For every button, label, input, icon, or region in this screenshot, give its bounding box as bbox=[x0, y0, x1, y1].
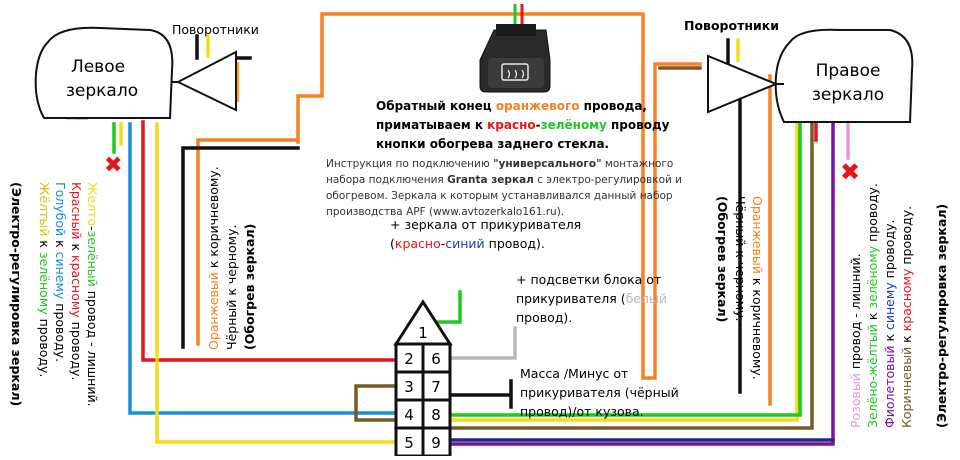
connector-pin-2: 2 bbox=[404, 350, 414, 368]
left-adjust-line-2: Красный к красному проводу. bbox=[69, 182, 84, 380]
right-turn-signal-arrow bbox=[707, 54, 784, 114]
wire-right-purple bbox=[450, 120, 835, 446]
right-adjust-line-4: Коричневый к красному проводу. bbox=[899, 206, 914, 428]
wire-left-yellow bbox=[155, 122, 404, 444]
left-heating-line-1: Оранжевый к коричневому. bbox=[206, 166, 221, 350]
connector-pin-1: 1 bbox=[418, 324, 428, 342]
instruction-line-3: обогревом. Зеркала к которым устанавлива… bbox=[326, 190, 673, 202]
connector-pin-8: 8 bbox=[431, 406, 441, 424]
ground-note-line-1: Масса /Минус от bbox=[520, 366, 628, 381]
ignition-note-line-2: (красно-синий провод). bbox=[390, 236, 545, 251]
wire-brown-right bbox=[394, 120, 814, 430]
left-mirror: Левое зеркало bbox=[34, 26, 174, 119]
instruction-line-4: производства APF (www.avtozerkalo161.ru)… bbox=[326, 206, 564, 218]
wire-pin1-green bbox=[436, 290, 462, 324]
backlight-note-line-3: провод). bbox=[516, 310, 572, 325]
ground-note-line-2: прикуривателя (чёрный bbox=[520, 385, 679, 400]
instruction-line-2: набора подключения Granta зеркал с элект… bbox=[326, 174, 682, 186]
cut-mark-left-icon: ✖ bbox=[104, 153, 122, 178]
left-mirror-label-1: Левое bbox=[71, 57, 125, 77]
connector-pin-3: 3 bbox=[404, 378, 414, 396]
right-adjust-line-3: Фиолетовый к синему проводу. bbox=[882, 220, 897, 428]
left-turn-signal-label: Поворотники bbox=[172, 22, 259, 37]
connector-pin-4: 4 bbox=[404, 406, 414, 424]
ground-note-line-3: провод)/от кузова. bbox=[520, 404, 644, 419]
right-mirror-label-1: Правое bbox=[816, 61, 881, 81]
wire-brown-left bbox=[354, 384, 398, 422]
wire-pin6-gray bbox=[448, 326, 517, 360]
right-mirror-label-2: зеркало bbox=[812, 85, 884, 105]
left-mirror-label-2: зеркало bbox=[66, 81, 138, 101]
right-heating-line-3: (Обогрев зеркал) bbox=[715, 196, 730, 322]
backlight-note-line-1: + подсветки блока от bbox=[516, 272, 661, 287]
rear-defog-button-icon bbox=[479, 4, 551, 93]
cut-mark-right-icon: ✖ bbox=[840, 158, 860, 186]
wire-left-black bbox=[181, 146, 300, 349]
right-turn-signal-label: Поворотники bbox=[684, 18, 779, 33]
right-heating-line-2: Оранжевый к коричневому. bbox=[750, 196, 765, 380]
ignition-note-line-1: + зеркала от прикуривателя bbox=[390, 217, 581, 232]
instruction-line-1: Инструкция по подключению "универсальног… bbox=[326, 158, 673, 170]
connector-pin-6: 6 bbox=[431, 350, 441, 368]
left-turn-signal-arrow bbox=[172, 50, 237, 112]
wire-left-red bbox=[141, 120, 404, 362]
wire-left-blue bbox=[128, 122, 398, 415]
left-adjust-line-5: (Электро-регулировка зеркал) bbox=[9, 182, 24, 406]
connector-block bbox=[393, 299, 453, 458]
right-adjust-line-5: (Электро-регулировка зеркал) bbox=[934, 204, 949, 428]
wire-right-green bbox=[450, 120, 802, 417]
right-adjust-line-1: Розовый провод - лишний. bbox=[848, 253, 863, 428]
right-heating-note: (Обогрев зеркал) bbox=[715, 196, 730, 322]
left-heating-line-3: (Обогрев зеркал) bbox=[242, 224, 257, 350]
backlight-note-line-2: прикуривателя (белый bbox=[516, 291, 667, 306]
left-heating-line-2: Чёрный к черному. bbox=[224, 225, 239, 351]
connector-pin-7: 7 bbox=[431, 378, 441, 396]
right-adjust-line-2: Зелёно-жёлтый к зелёному проводу. bbox=[865, 183, 880, 428]
left-heating-note: Оранжевый к коричневому. Чёрный к черном… bbox=[206, 166, 257, 350]
wire-orange-top bbox=[296, 12, 702, 380]
wire-left-orange bbox=[196, 138, 300, 346]
button-note-line-2: приматываем к красно-зелёному проводу bbox=[376, 118, 670, 132]
wire-right-yellow bbox=[450, 120, 799, 422]
right-mirror: Правое зеркало bbox=[774, 28, 914, 123]
button-note-line-1: Обратный конец оранжевого провода, bbox=[376, 99, 647, 113]
button-note-line-3: кнопки обогрева заднего стекла. bbox=[376, 137, 609, 151]
right-adjust-note: Розовый провод - лишний. Зелёно-жёлтый к… bbox=[848, 183, 949, 428]
left-adjust-line-3: Голубой к синему проводу. bbox=[53, 182, 68, 362]
left-adjust-line-1: Желто-зелёный провод - лишний. bbox=[85, 182, 100, 407]
right-heating-col-1: Оранжевый к коричневому. bbox=[750, 196, 765, 380]
left-adjust-line-4: Жёлтый к зелёному проводу. bbox=[37, 182, 52, 377]
connector-pin-9: 9 bbox=[431, 434, 441, 452]
connector-pin-5: 5 bbox=[404, 434, 414, 452]
right-heating-line-1: Чёрный к черному. bbox=[733, 196, 748, 322]
right-heating-col-2: Чёрный к черному. bbox=[733, 196, 748, 322]
left-adjust-note: Желто-зелёный провод - лишний. Красный к… bbox=[9, 182, 100, 407]
